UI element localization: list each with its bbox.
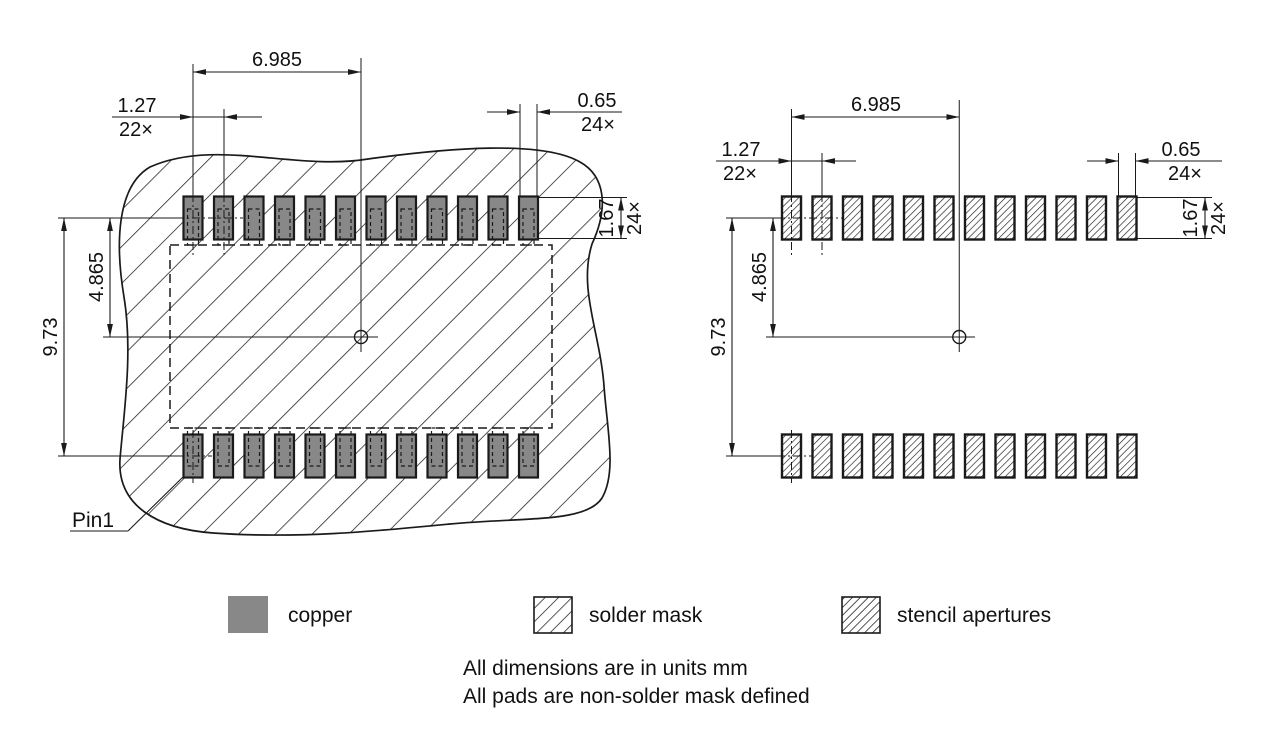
dim-pitch-span-value: 6.985: [851, 94, 901, 116]
copper-pad: [334, 426, 357, 479]
pin1-callout: Pin1: [70, 476, 184, 532]
dim-pad-height-value: 1.67: [596, 199, 618, 238]
copper-pad: [273, 195, 296, 247]
stencil-aperture: [1055, 195, 1077, 241]
dim-row-span-value: 9.73: [40, 318, 62, 357]
dim-pad-height-left: 1.67 24×: [539, 197, 646, 239]
copper-pad: [334, 195, 357, 247]
copper-pad: [487, 195, 509, 247]
stencil-aperture: [872, 433, 894, 479]
copper-pad: [212, 426, 235, 479]
copper-pad: [517, 195, 540, 247]
stencil-aperture: [963, 433, 986, 479]
dim-pitch-right: 1.27 22×: [716, 139, 856, 194]
center-crosshair-icon: [353, 329, 369, 345]
stencil-aperture: [811, 433, 833, 479]
copper-pad: [456, 426, 479, 479]
dim-pad-width-value: 0.65: [1162, 139, 1201, 161]
dim-pitch-count: 22×: [119, 119, 153, 141]
stencil-aperture: [1055, 433, 1077, 479]
stencil-aperture: [1024, 433, 1047, 479]
copper-pad: [395, 426, 418, 479]
pad-centerlines-left: [176, 194, 243, 483]
copper-pad: [243, 426, 265, 479]
copper-swatch-icon: [228, 596, 268, 633]
stencil-aperture: [933, 195, 955, 241]
stencil-aperture: [1085, 433, 1108, 479]
dim-rows-left: 9.73 4.865: [40, 217, 378, 457]
legend-item-stencil: stencil apertures: [841, 596, 1051, 634]
dim-row-offset-value: 4.865: [86, 252, 108, 302]
copper-pad: [365, 195, 387, 247]
notes: All dimensions are in units mm All pads …: [463, 657, 810, 708]
stencil-aperture: [902, 433, 925, 479]
right-view-stencil-apertures: 6.985 1.27 22× 0.65 24× 1.67: [708, 94, 1230, 483]
dim-pad-height-right: 1.67 24×: [1137, 197, 1230, 239]
stencil-aperture: [841, 195, 864, 241]
dim-pitch-count: 22×: [723, 163, 757, 185]
note-units: All dimensions are in units mm: [463, 657, 748, 680]
copper-pad: [273, 426, 296, 479]
dim-pitch-value: 1.27: [118, 95, 157, 117]
note-mask-defined: All pads are non-solder mask defined: [463, 685, 810, 708]
legend: copper solder mask stencil apertures: [228, 596, 1051, 634]
dim-row-span-value: 9.73: [708, 318, 730, 357]
dim-pitch-span-value: 6.985: [252, 49, 302, 71]
dim-pad-height-count: 24×: [1208, 201, 1230, 235]
dim-pad-height-value: 1.67: [1180, 199, 1202, 238]
stencil-aperture: [933, 433, 955, 479]
left-view-copper-solder-mask: 6.985 1.27 22× 0.65 24× 1.67: [40, 49, 646, 536]
copper-pad: [456, 195, 479, 247]
legend-stencil-label: stencil apertures: [897, 604, 1051, 627]
stencil-apertures-bottom-row: [780, 433, 1138, 479]
dim-pad-width-count: 24×: [581, 114, 615, 136]
stencil-aperture: [1085, 195, 1108, 241]
dim-pad-height-count: 24×: [624, 201, 646, 235]
dim-pad-width-left: 0.65 24×: [487, 90, 622, 196]
copper-pad: [426, 195, 448, 247]
solder-mask-swatch-icon: [533, 596, 573, 634]
dim-rows-right: 9.73 4.865: [708, 217, 975, 457]
stencil-aperture: [1024, 195, 1047, 241]
dim-pad-width-right: 0.65 24×: [1087, 139, 1222, 196]
copper-pad: [365, 426, 387, 479]
copper-pad: [517, 426, 540, 479]
stencil-aperture: [1116, 433, 1138, 479]
stencil-aperture: [994, 195, 1016, 241]
stencil-aperture: [994, 433, 1016, 479]
legend-copper-label: copper: [288, 604, 352, 627]
dim-row-offset-value: 4.865: [749, 252, 771, 302]
copper-pad: [426, 426, 448, 479]
copper-pad: [304, 426, 326, 479]
stencil-aperture: [1116, 195, 1138, 241]
dim-pad-width-value: 0.65: [578, 90, 617, 112]
stencil-swatch-icon: [841, 596, 881, 634]
legend-item-copper: copper: [228, 596, 352, 633]
stencil-aperture: [963, 195, 986, 241]
stencil-aperture: [902, 195, 925, 241]
stencil-aperture: [841, 433, 864, 479]
stencil-aperture: [872, 195, 894, 241]
center-crosshair-icon: [952, 329, 967, 345]
copper-pad: [487, 426, 509, 479]
dim-pad-width-count: 24×: [1168, 163, 1202, 185]
dim-pitch-left: 1.27 22×: [112, 95, 262, 194]
copper-pad: [395, 195, 418, 247]
copper-pad: [243, 195, 265, 247]
pin1-label: Pin1: [72, 509, 114, 532]
dim-pitch-span-right: 6.985: [791, 94, 960, 352]
legend-item-solder-mask: solder mask: [533, 596, 703, 634]
copper-pad: [304, 195, 326, 247]
dim-pitch-value: 1.27: [722, 139, 761, 161]
legend-solder-mask-label: solder mask: [589, 604, 703, 627]
aperture-centerlines-right: [777, 194, 843, 483]
dim-pitch-span-left: 6.985: [192, 49, 362, 352]
